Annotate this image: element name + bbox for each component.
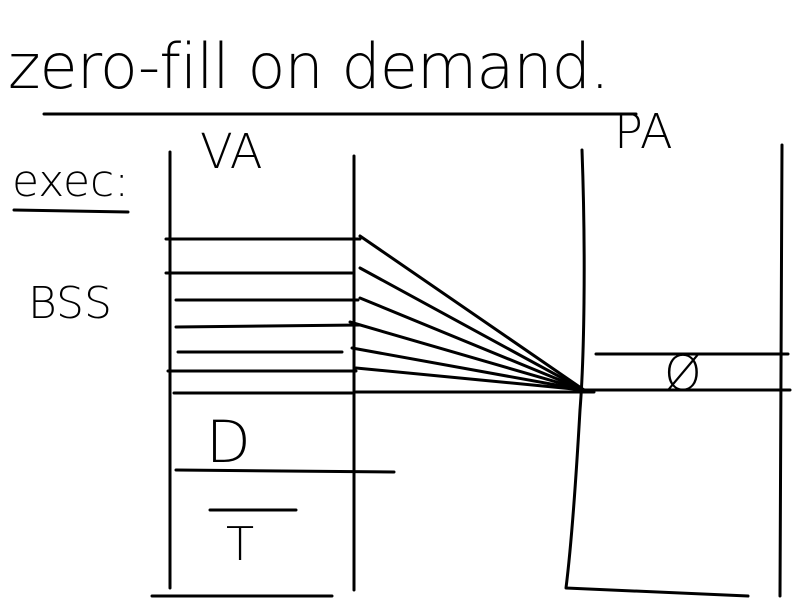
exec-underline bbox=[12, 208, 130, 214]
zero-page-symbol: Ø bbox=[664, 346, 702, 402]
pa-heading: PA bbox=[614, 104, 673, 160]
physical-address-space bbox=[564, 143, 784, 598]
mapping-line bbox=[358, 296, 586, 392]
mapping-line bbox=[358, 234, 586, 392]
data-segment-label: D bbox=[206, 408, 251, 476]
va-heading: VA bbox=[200, 124, 263, 180]
pa-right-border bbox=[778, 143, 784, 598]
bss-label: BSS bbox=[28, 278, 112, 329]
mapping-line bbox=[358, 266, 586, 392]
diagram-title: zero-fill on demand. bbox=[8, 30, 609, 103]
data-segment-boundary bbox=[174, 468, 396, 474]
mapping-line bbox=[348, 320, 586, 392]
mapping-line bbox=[350, 346, 586, 392]
bss-pages bbox=[164, 237, 362, 395]
page-mappings bbox=[348, 234, 596, 394]
bss-page-line bbox=[174, 323, 362, 329]
mapping-line bbox=[354, 366, 586, 392]
text-segment-label: T bbox=[226, 517, 254, 571]
exec-label: exec: bbox=[12, 156, 129, 207]
zero-page: Ø bbox=[582, 346, 792, 402]
pa-left-border bbox=[564, 148, 750, 598]
